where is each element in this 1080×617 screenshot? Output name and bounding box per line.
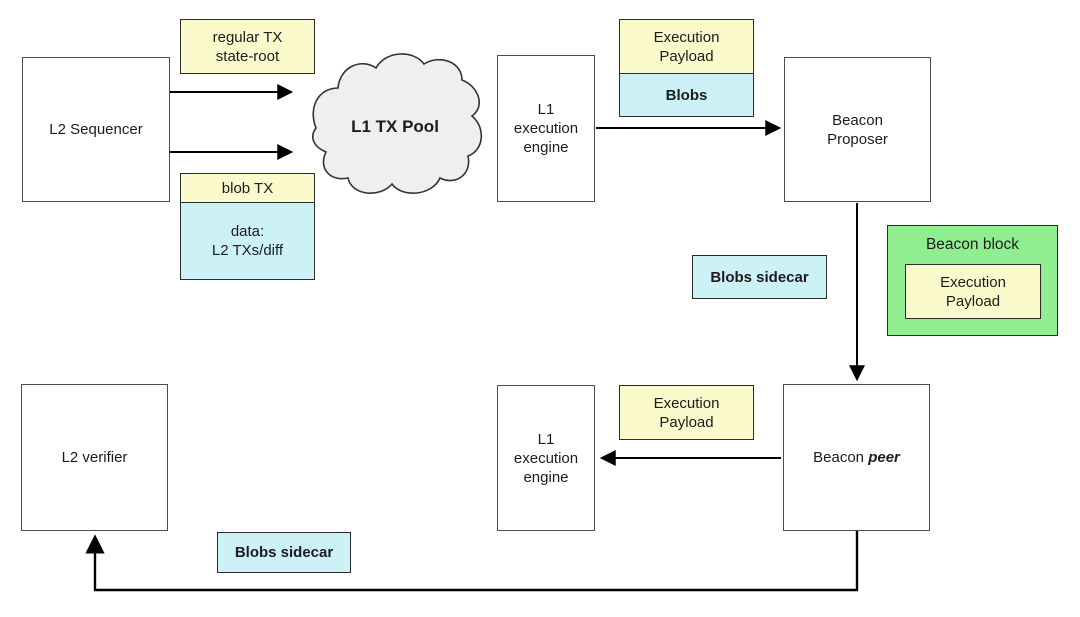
blobs-top-label: Blobs xyxy=(619,74,754,117)
execution-payload-top-label: Execution Payload xyxy=(619,19,754,74)
blob-tx-body: data: L2 TXs/diff xyxy=(180,203,315,280)
blobs-sidecar-top-note: Blobs sidecar xyxy=(692,255,827,299)
l2-verifier-node: L2 verifier xyxy=(21,384,168,531)
beacon-block-note: Beacon block Execution Payload xyxy=(887,225,1058,336)
l1-execution-engine-top-label: L1 execution engine xyxy=(513,101,579,156)
execution-payload-blobs-note: Execution Payload Blobs xyxy=(619,19,754,117)
l1-execution-engine-bottom-node: L1 execution engine xyxy=(497,385,595,531)
beacon-proposer-label: Beacon Proposer xyxy=(827,111,888,148)
l1-execution-engine-top-node: L1 execution engine xyxy=(497,55,595,202)
blobs-sidecar-bottom-note: Blobs sidecar xyxy=(217,532,351,573)
beacon-block-title: Beacon block xyxy=(925,236,1020,253)
blob-tx-note: blob TX data: L2 TXs/diff xyxy=(180,173,315,280)
arrow-peer-to-verifier xyxy=(85,531,859,592)
regular-tx-note: regular TX state-root xyxy=(180,19,315,74)
l1-tx-pool-cloud-shape xyxy=(312,53,483,194)
beacon-peer-label-prefix: Beacon xyxy=(813,449,864,466)
l2-sequencer-label: L2 Sequencer xyxy=(49,121,143,138)
beacon-proposer-node: Beacon Proposer xyxy=(784,57,931,202)
beacon-peer-label-emphasis: peer xyxy=(868,449,900,466)
blob-tx-header: blob TX xyxy=(180,173,315,203)
l1-tx-pool-label: L1 TX Pool xyxy=(351,117,439,136)
beacon-block-execution-payload: Execution Payload xyxy=(905,264,1041,319)
execution-payload-bottom-note: Execution Payload xyxy=(619,385,754,440)
l2-verifier-label: L2 verifier xyxy=(61,449,128,466)
l1-execution-engine-bottom-label: L1 execution engine xyxy=(513,430,579,486)
l2-sequencer-node: L2 Sequencer xyxy=(22,57,170,202)
